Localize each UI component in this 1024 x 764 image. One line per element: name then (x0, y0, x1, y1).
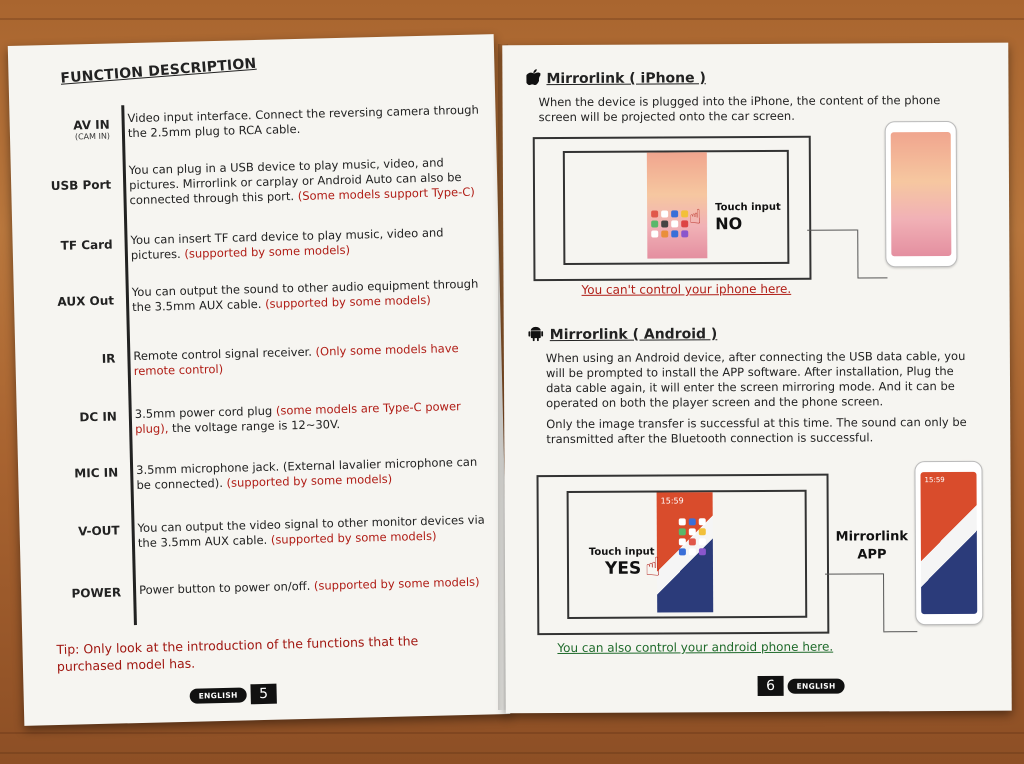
page-number: 5 (250, 683, 277, 705)
app-label-line1: Mirrorlink (835, 529, 909, 545)
function-label: AV IN (CAM IN) (73, 117, 111, 142)
function-description: Remote control signal receiver. (Only so… (133, 341, 459, 379)
function-row-av-in: AV IN (CAM IN) Video input interface. Co… (9, 102, 489, 142)
function-label: V-OUT (77, 523, 120, 539)
function-description: You can output the video signal to other… (137, 512, 485, 551)
manual-page-6: Mirrorlink ( iPhone ) When the device is… (502, 42, 1012, 714)
touch-input-value: YES (604, 558, 642, 579)
page-title: FUNCTION DESCRIPTION (59, 55, 257, 87)
page-footer: 6 ENGLISH (757, 675, 845, 697)
cable-line (857, 229, 859, 278)
function-description: Video input interface. Connect the rever… (127, 102, 479, 141)
function-row-mic-in: MIC IN 3.5mm microphone jack. (External … (18, 454, 498, 492)
touch-input-value: NO (715, 214, 743, 234)
page-number: 6 (757, 675, 784, 697)
language-badge: ENGLISH (787, 678, 845, 694)
touch-hand-icon: ☝ (644, 552, 661, 583)
section-title-iphone: Mirrorlink ( iPhone ) (525, 68, 706, 89)
touch-input-label: Touch input (715, 201, 781, 214)
cable-line (825, 573, 884, 575)
function-label: DC IN (79, 409, 118, 425)
android-caption: You can also control your android phone … (557, 639, 834, 656)
function-description: 3.5mm power cord plug (some models are T… (134, 399, 461, 437)
wood-grain (0, 18, 1024, 20)
app-label-line2: APP (857, 547, 887, 563)
touch-hand-icon: ☝ (689, 204, 702, 229)
function-label: MIC IN (74, 465, 119, 481)
apple-icon (525, 69, 542, 89)
language-badge: ENGLISH (189, 686, 247, 704)
function-description: You can insert TF card device to play mu… (130, 225, 444, 263)
function-label: AUX Out (57, 293, 115, 309)
function-label: TF Card (60, 237, 113, 253)
function-row-aux-out: AUX Out You can output the sound to othe… (14, 276, 494, 314)
function-label: USB Port (50, 177, 112, 194)
android-description: When using an Android device, after conn… (545, 348, 966, 411)
android-note: Only the image transfer is successful at… (546, 414, 967, 447)
function-label: IR (101, 351, 116, 366)
app-icon-grid (678, 518, 706, 556)
android-icon (528, 325, 544, 345)
manual-page-5: FUNCTION DESCRIPTION AV IN (CAM IN) Vide… (7, 34, 511, 726)
tip-text: Tip: Only look at the introduction of th… (56, 633, 419, 675)
cable-line (883, 573, 885, 632)
app-icon-grid (651, 210, 689, 238)
wood-grain (0, 752, 1024, 754)
function-row-power: POWER Power button to power on/off. (sup… (21, 574, 501, 601)
function-label: POWER (71, 585, 122, 601)
android-device: 15:59 (914, 460, 984, 626)
function-description: You can plug in a USB device to play mus… (128, 155, 475, 208)
function-row-usb-port: USB Port You can plug in a USB device to… (11, 154, 491, 207)
phone-time: 15:59 (924, 476, 945, 485)
page-footer: ENGLISH 5 (189, 683, 277, 706)
function-row-v-out: V-OUT You can output the video signal to… (19, 512, 499, 550)
function-description: You can output the sound to other audio … (131, 276, 479, 315)
android-screen: 15:59 (920, 471, 978, 615)
cable-line (807, 229, 858, 231)
iphone-caption: You can't control your iphone here. (581, 281, 792, 297)
function-row-tf-card: TF Card You can insert TF card device to… (12, 224, 492, 262)
cable-line (857, 277, 888, 279)
iphone-device (884, 120, 958, 268)
function-description: Power button to power on/off. (supported… (138, 574, 480, 597)
wood-grain (0, 732, 1024, 734)
function-row-dc-in: DC IN 3.5mm power cord plug (some models… (17, 398, 497, 436)
function-description: 3.5mm microphone jack. (External lavalie… (135, 454, 478, 493)
iphone-screen (890, 131, 952, 257)
cable-line (883, 631, 918, 633)
function-row-ir: IR Remote control signal receiver. (Only… (15, 340, 495, 378)
mirrored-android-screen: 15:59 (656, 492, 714, 613)
section-title-android: Mirrorlink ( Android ) (528, 324, 718, 345)
phone-time: 15:59 (660, 496, 684, 506)
